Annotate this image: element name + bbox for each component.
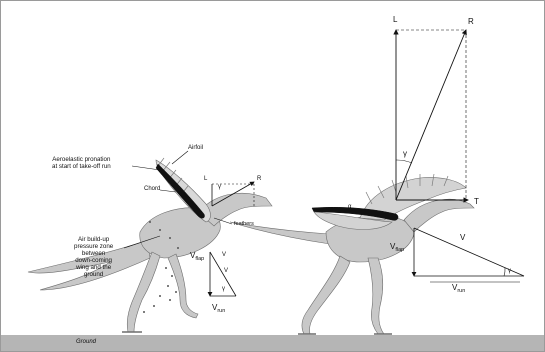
left-vrun-sub: run: [217, 308, 225, 314]
right-tri-gamma-label: γ: [508, 268, 511, 274]
air-cushion-line5: wing and the: [74, 264, 113, 271]
airfoil-label: Airfoil: [188, 145, 203, 151]
alpha-label: α: [348, 204, 351, 210]
left-tri-gamma-label: γ: [222, 286, 225, 292]
feathers-label: feathers: [234, 222, 254, 228]
big-T-label: T: [474, 198, 479, 206]
left-v2-label: V: [224, 268, 228, 274]
small-L-label: L: [204, 176, 207, 182]
left-vrun-label: Vrun: [212, 304, 225, 315]
left-bird-leg-front: [168, 254, 198, 318]
left-vflap-sub: flap: [195, 256, 204, 262]
pronation-note: Aeroelastic pronation at start of take-o…: [52, 156, 111, 170]
air-cushion-line2: pressure zone: [74, 243, 113, 250]
chord-label: Chord: [144, 186, 160, 192]
right-gamma-arc: [504, 268, 505, 276]
right-vflap-sub: flap: [395, 247, 404, 253]
right-vrun-sub: run: [457, 288, 465, 294]
air-cushion-line1: Air build-up: [74, 236, 113, 243]
air-cushion-note: Air build-up pressure zone between down-…: [74, 236, 113, 278]
air-cushion-line6: ground: [74, 271, 113, 278]
right-v-label: V: [460, 234, 465, 242]
airfoil-leader: [172, 151, 188, 164]
big-gamma-label: γ: [403, 150, 407, 158]
right-vrun-label: Vrun: [452, 284, 465, 295]
chord-leader: [160, 190, 176, 192]
right-bird-leg-back: [302, 256, 350, 334]
big-gamma-arc: [396, 160, 412, 163]
right-vflap-label: Vflap: [390, 243, 404, 254]
air-cushion-line4: down-coming: [74, 257, 113, 264]
right-bird-leg-front: [368, 258, 384, 334]
small-R-label: R: [257, 176, 261, 182]
ground-label: Ground: [76, 339, 96, 345]
left-vflap-label: Vflap: [190, 252, 204, 263]
right-bird: [230, 174, 474, 334]
air-cushion-line3: between: [74, 250, 113, 257]
pronation-note-line1: Aeroelastic pronation: [52, 156, 111, 163]
big-R-arrow: [396, 30, 466, 200]
small-gamma-label: γ: [218, 184, 221, 190]
left-bird: [28, 158, 272, 332]
left-v-label: V: [222, 252, 226, 258]
big-R-label: R: [468, 18, 474, 26]
pronation-note-line2: at start of take-off run: [52, 163, 111, 170]
big-L-label: L: [393, 16, 397, 24]
right-force-diagram: [396, 30, 468, 200]
